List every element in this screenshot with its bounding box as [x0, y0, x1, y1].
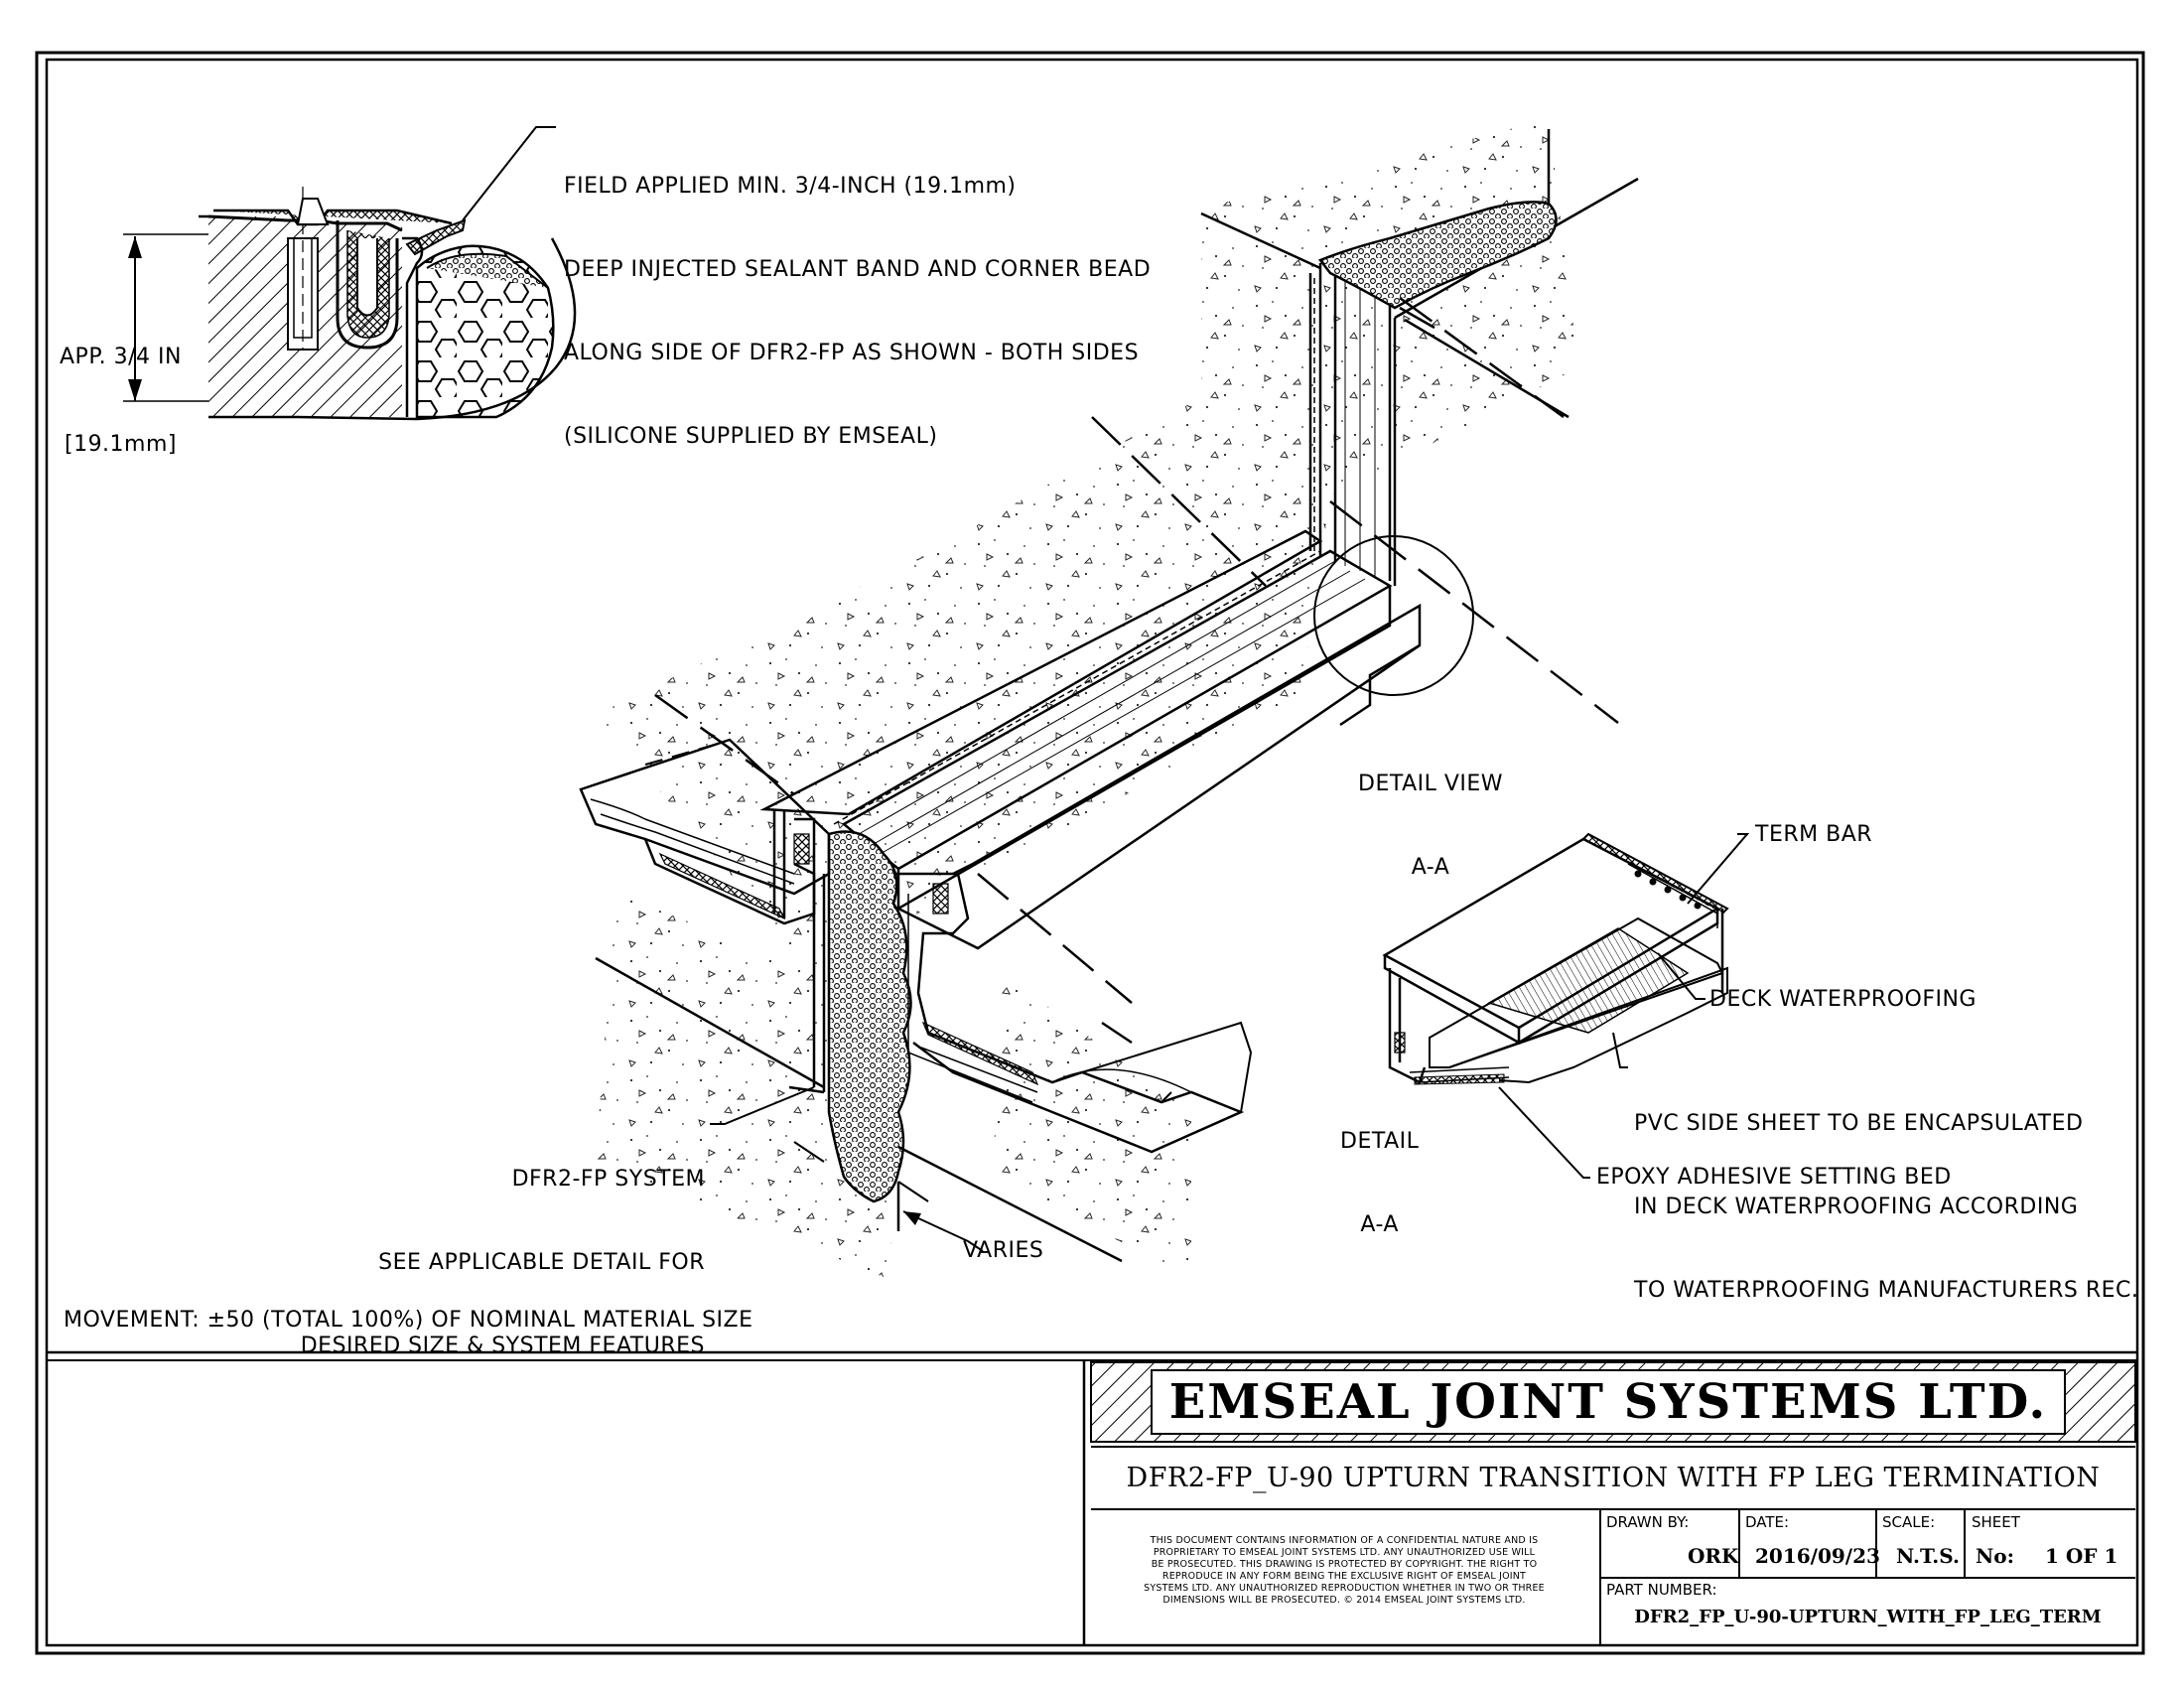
dfr2-system-line: DFR2-FP SYSTEM — [511, 1167, 705, 1192]
detail-aa-title: DETAIL — [1340, 1129, 1420, 1154]
right-fp-leg — [893, 872, 1245, 1154]
upturn-vertical — [1308, 263, 1392, 581]
app-dimension-metric: [19.1mm] — [64, 432, 177, 457]
pvc-sheet-callout: PVC SIDE SHEET TO BE ENCAPSULATED IN DEC… — [1634, 1055, 2138, 1333]
movement-note: MOVEMENT: ±50 (TOTAL 100%) OF NOMINAL MA… — [64, 1308, 753, 1333]
isometric-joint-drawing — [579, 119, 1639, 1281]
sheet-no-label: No: — [1976, 1544, 2015, 1568]
sealant-detail-bubble — [123, 126, 577, 421]
sealant-leader — [462, 126, 556, 221]
app-dimension-label: APP. 3/4 IN [19.1mm] — [60, 288, 182, 487]
company-banner — [1151, 1369, 2066, 1435]
dfr2-system-line: SEE APPLICABLE DETAIL FOR — [378, 1250, 705, 1275]
dfr2-system-callout: DFR2-FP SYSTEM SEE APPLICABLE DETAIL FOR… — [296, 1110, 705, 1388]
date-label: DATE: — [1745, 1513, 1790, 1531]
upturn-foam-top — [1318, 201, 1558, 310]
scale-value: N.T.S. — [1896, 1544, 1960, 1568]
notice-line: REPRODUCE IN ANY FORM BEING THE EXCLUSIV… — [1161, 1571, 1527, 1582]
deck-waterproofing-label: DECK WATERPROOFING — [1709, 987, 1977, 1012]
term-bar-bolts — [1634, 870, 1702, 910]
sealant-callout: FIELD APPLIED MIN. 3/4-INCH (19.1mm) DEE… — [564, 117, 1151, 479]
pvc-sheet-line: PVC SIDE SHEET TO BE ENCAPSULATED — [1634, 1111, 2084, 1136]
foam-section — [415, 244, 555, 419]
detail-view-ref: A-A — [1411, 855, 1450, 880]
part-number-label: PART NUMBER: — [1606, 1581, 1717, 1599]
inner-border — [45, 58, 2139, 1647]
dfr2-system-line: DESIRED SIZE & SYSTEM FEATURES — [300, 1334, 705, 1358]
app-dimension-imperial: APP. 3/4 IN — [60, 345, 182, 369]
notice-line: DIMENSIONS WILL BE PROSECUTED. © 2014 EM… — [1162, 1595, 1526, 1606]
sealant-callout-line: (SILICONE SUPPLIED BY EMSEAL) — [564, 424, 938, 449]
detail-bubble-outline — [199, 214, 577, 421]
upturn-horizontal-top — [759, 529, 1323, 816]
left-fp-leg — [579, 738, 831, 896]
epoxy-leader — [1498, 1086, 1590, 1179]
drawing-title: DFR2-FP_U-90 UPTURN TRANSITION WITH FP L… — [1126, 1463, 2101, 1493]
term-bar-leader — [1687, 833, 1750, 905]
sheet-value: 1 OF 1 — [2045, 1544, 2118, 1568]
sealant-callout-line: ALONG SIDE OF DFR2-FP AS SHOWN - BOTH SI… — [564, 341, 1140, 365]
dfr2-system-leader — [710, 1086, 815, 1125]
joint-foam-section — [827, 830, 912, 1203]
notes-box — [46, 1359, 1085, 1646]
term-bar-label: TERM BAR — [1755, 822, 1873, 847]
pvc-sheet-line: TO WATERPROOFING MANUFACTURERS REC. — [1634, 1278, 2139, 1303]
substrate-section — [208, 216, 298, 417]
detail-view-label: DETAIL VIEW A-A — [1358, 715, 1503, 910]
sheet-label: SHEET — [1972, 1513, 2020, 1531]
detail-aa-drawing — [1382, 832, 1750, 1179]
detail-aa-label: DETAIL A-A — [1340, 1072, 1419, 1267]
sealant-callout-line: FIELD APPLIED MIN. 3/4-INCH (19.1mm) — [564, 174, 1017, 199]
detail-view-circle — [1313, 535, 1474, 696]
confidentiality-notice: THIS DOCUMENT CONTAINS INFORMATION OF A … — [1100, 1535, 1588, 1607]
varies-label: VARIES — [963, 1238, 1044, 1263]
outer-border — [35, 51, 2145, 1655]
drawn-by-label: DRAWN BY: — [1606, 1513, 1690, 1531]
notice-line: SYSTEMS LTD. ANY UNAUTHORIZED REPRODUCTI… — [1144, 1583, 1545, 1594]
detail-view-title: DETAIL VIEW — [1358, 772, 1504, 796]
deck-waterproofing-leader — [1657, 952, 1706, 1000]
sealant-callout-line: DEEP INJECTED SEALANT BAND AND CORNER BE… — [564, 257, 1152, 282]
drawn-by-value: ORK — [1688, 1544, 1739, 1568]
upturn-wall-left-face — [1200, 211, 1321, 270]
scale-label: SCALE: — [1882, 1513, 1936, 1531]
notice-line: BE PROSECUTED. THIS DRAWING IS PROTECTED… — [1151, 1559, 1538, 1570]
company-name: EMSEAL JOINT SYSTEMS LTD. — [1168, 1374, 2048, 1430]
part-number-value: DFR2_FP_U-90-UPTURN_WITH_FP_LEG_TERM — [1634, 1607, 2102, 1627]
deck-waterproofing-membrane — [1487, 927, 1690, 1034]
notice-line: PROPRIETARY TO EMSEAL JOINT SYSTEMS LTD.… — [1153, 1547, 1536, 1558]
title-block — [1090, 1361, 2136, 1645]
epoxy-label: EPOXY ADHESIVE SETTING BED — [1596, 1165, 1952, 1190]
pvc-sheet-leader — [1612, 1032, 1628, 1068]
pvc-sheet-line: IN DECK WATERPROOFING ACCORDING — [1634, 1195, 2079, 1219]
notice-line: THIS DOCUMENT CONTAINS INFORMATION OF A … — [1150, 1535, 1539, 1546]
date-value: 2016/09/23 — [1755, 1544, 1880, 1568]
detail-aa-ref: A-A — [1360, 1212, 1399, 1237]
